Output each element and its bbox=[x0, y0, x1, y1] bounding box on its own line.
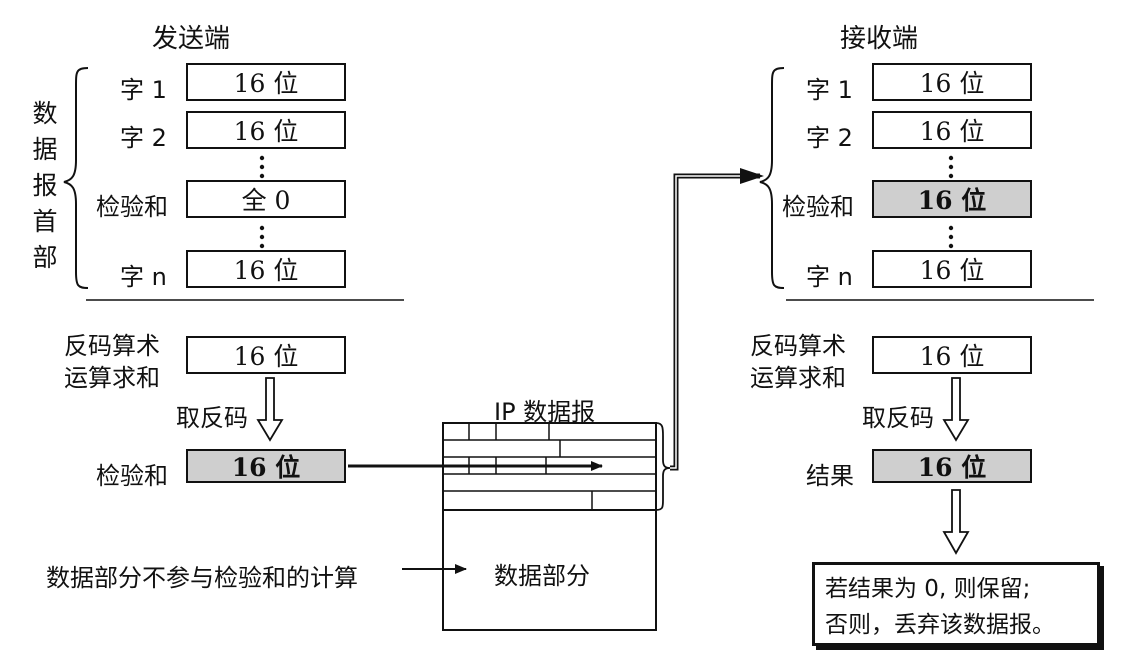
receiver-title: 接收端 bbox=[840, 24, 919, 54]
receiver-row-label: 字 2 bbox=[806, 124, 853, 152]
sender-sum-label-1: 反码算术 bbox=[64, 332, 160, 360]
sender-checksum-field: 16 位 bbox=[186, 449, 346, 483]
decision-line-2: 否则，丢弃该数据报。 bbox=[825, 612, 1055, 638]
sender-complement-label: 取反码 bbox=[176, 404, 248, 432]
sender-wordn-field: 16 位 bbox=[186, 250, 346, 288]
sender-checksum-label: 检验和 bbox=[96, 462, 168, 490]
sender-row-label: 字 2 bbox=[120, 124, 167, 152]
sender-ellipsis-dots bbox=[259, 155, 265, 249]
sender-sum-label-2: 运算求和 bbox=[64, 364, 160, 392]
sender-vertical-label: 数 据 报 首 部 bbox=[30, 96, 60, 276]
sender-header-brace bbox=[63, 67, 89, 289]
decision-line-1: 若结果为 0, 则保留; bbox=[825, 576, 1031, 602]
ip-datagram-title: IP 数据报 bbox=[494, 398, 596, 426]
sender-sum-field: 16 位 bbox=[186, 336, 346, 374]
receiver-row-label: 字 n bbox=[806, 263, 853, 291]
sender-down-arrow bbox=[256, 377, 284, 442]
sender-row-label: 字 n bbox=[120, 263, 167, 291]
result-down-arrow bbox=[942, 489, 970, 555]
receiver-sum-field: 16 位 bbox=[872, 336, 1032, 374]
vertical-char: 首 bbox=[32, 207, 58, 236]
receiver-wordn-field: 16 位 bbox=[872, 250, 1032, 288]
receiver-down-arrow bbox=[942, 377, 970, 442]
sender-row-label: 字 1 bbox=[120, 76, 167, 104]
receiver-ellipsis-dots bbox=[948, 155, 954, 249]
ip-to-receiver-arrowhead bbox=[740, 168, 764, 184]
decision-box: 若结果为 0, 则保留; 否则，丢弃该数据报。 bbox=[812, 562, 1100, 646]
ip-data-part-label: 数据部分 bbox=[494, 562, 590, 590]
receiver-word2-field: 16 位 bbox=[872, 111, 1032, 149]
receiver-checksum-field: 16 位 bbox=[872, 180, 1032, 218]
ip-to-receiver-path bbox=[670, 173, 760, 471]
receiver-sum-label-2: 运算求和 bbox=[750, 364, 846, 392]
receiver-word1-field: 16 位 bbox=[872, 63, 1032, 101]
sender-word1-field: 16 位 bbox=[186, 63, 346, 101]
sender-word2-field: 16 位 bbox=[186, 111, 346, 149]
sender-title: 发送端 bbox=[152, 24, 231, 54]
data-part-note: 数据部分不参与检验和的计算 bbox=[46, 564, 358, 592]
vertical-char: 数 bbox=[32, 99, 58, 128]
vertical-char: 部 bbox=[32, 243, 58, 272]
vertical-char: 报 bbox=[32, 171, 58, 200]
receiver-header-brace bbox=[759, 67, 785, 289]
receiver-result-label: 结果 bbox=[806, 462, 854, 490]
receiver-complement-label: 取反码 bbox=[862, 404, 934, 432]
receiver-sum-label-1: 反码算术 bbox=[750, 332, 846, 360]
ip-header-brace bbox=[655, 422, 671, 511]
vertical-char: 据 bbox=[32, 135, 58, 164]
receiver-row-label: 字 1 bbox=[806, 76, 853, 104]
receiver-row-label: 检验和 bbox=[782, 193, 854, 221]
sender-checksum-zero-field: 全 0 bbox=[186, 180, 346, 218]
receiver-result-field: 16 位 bbox=[872, 449, 1032, 483]
sender-row-label: 检验和 bbox=[96, 193, 168, 221]
